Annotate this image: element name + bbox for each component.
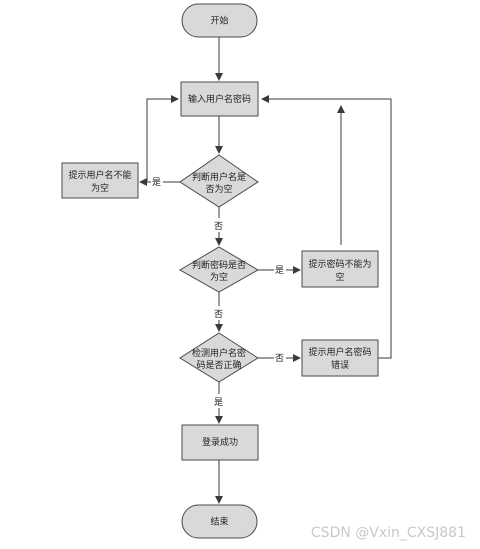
edge-label-no-pwd: 否 [214, 309, 223, 320]
edge-label-yes-user: 是 [152, 177, 161, 188]
node-login-success: 登录成功 [181, 424, 259, 461]
node-prompt-error-line2: 错误 [331, 359, 349, 371]
node-prompt-user-empty-line1: 提示用户名不能 [68, 169, 131, 181]
node-check-user-empty-line2: 否为空 [205, 183, 232, 195]
node-input: 输入用户名密码 [180, 81, 259, 117]
node-start-label: 开始 [210, 15, 228, 27]
edge-label-no-correct: 否 [275, 353, 284, 364]
node-prompt-pwd-empty-line1: 提示密码不能为 [308, 258, 371, 270]
node-prompt-pwd-empty-line2: 空 [335, 271, 344, 283]
edge-prompt-error-back [261, 95, 392, 359]
watermark: CSDN @Vxin_CXSJ881 [311, 525, 466, 541]
node-prompt-user-empty-line2: 为空 [91, 182, 109, 194]
node-prompt-user-empty: 提示用户名不能 为空 [61, 162, 139, 199]
node-check-user-empty-line1: 判断用户名是 [192, 171, 246, 183]
node-check-correct-line2: 码是否正确 [196, 359, 241, 371]
node-prompt-error: 提示用户名密码 错误 [301, 339, 379, 377]
node-check-pwd-empty-line2: 为空 [210, 271, 228, 283]
node-prompt-error-line1: 提示用户名密码 [308, 346, 371, 358]
edge-label-yes-correct: 是 [214, 397, 223, 408]
node-prompt-pwd-empty: 提示密码不能为 空 [301, 250, 379, 288]
edge-label-no-user: 否 [214, 221, 223, 232]
edge-label-yes-pwd: 是 [275, 265, 284, 276]
node-start: 开始 [181, 3, 258, 38]
node-check-correct-line1: 检测用户名密 [192, 347, 246, 359]
node-check-pwd-empty: 判断密码是否 为空 [178, 246, 260, 293]
node-check-pwd-empty-line1: 判断密码是否 [192, 259, 246, 271]
node-end: 结束 [181, 504, 258, 539]
node-check-user-empty: 判断用户名是 否为空 [179, 154, 259, 208]
node-end-label: 结束 [210, 516, 228, 528]
node-input-label: 输入用户名密码 [188, 93, 251, 105]
edge-prompt-user-back [146, 95, 179, 182]
node-login-success-label: 登录成功 [202, 436, 238, 448]
node-check-correct: 检测用户名密 码是否正确 [179, 332, 259, 383]
